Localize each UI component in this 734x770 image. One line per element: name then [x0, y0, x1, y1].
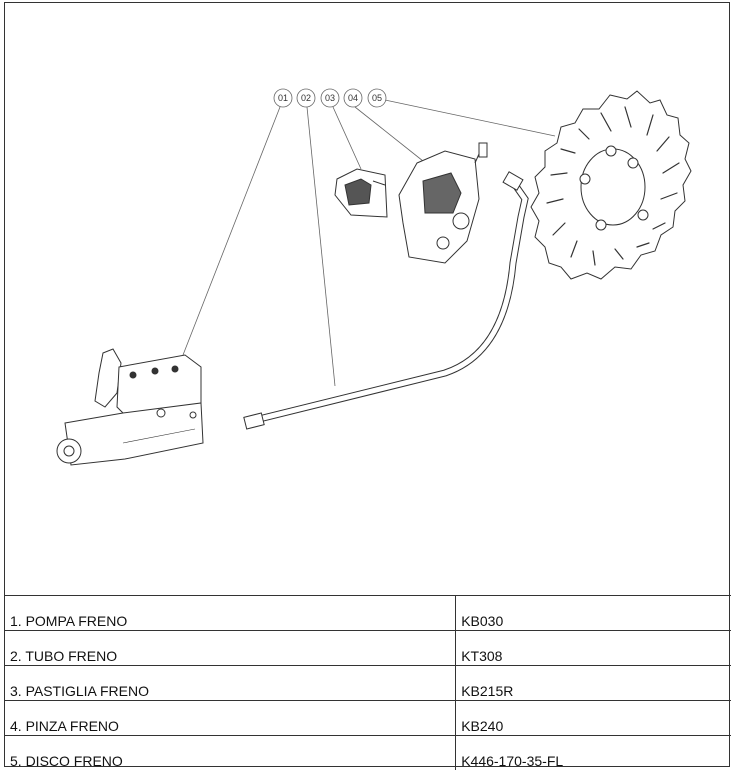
svg-text:01: 01	[278, 93, 288, 103]
brake-pad-illustration	[335, 169, 387, 217]
brake-disc-illustration	[531, 91, 691, 279]
callout-02: 02	[297, 89, 315, 107]
part-name: 2. TUBO FRENO	[5, 631, 456, 666]
callout-03: 03	[321, 89, 339, 107]
svg-text:05: 05	[372, 93, 382, 103]
part-code: KB030	[456, 596, 731, 631]
brake-caliper-illustration	[399, 143, 487, 263]
part-code: KT308	[456, 631, 731, 666]
callout-05: 05	[368, 89, 386, 107]
exploded-view-drawing: 01 02 03 04 05	[5, 3, 731, 595]
table-row: 2. TUBO FRENO KT308	[5, 631, 731, 666]
svg-text:03: 03	[325, 93, 335, 103]
callout-04: 04	[344, 89, 362, 107]
svg-text:04: 04	[348, 93, 358, 103]
part-name: 3. PASTIGLIA FRENO	[5, 666, 456, 701]
part-code: KB240	[456, 701, 731, 736]
master-cylinder-illustration	[57, 349, 203, 465]
callout-01: 01	[274, 89, 292, 107]
brake-system-diagram: 01 02 03 04 05	[5, 3, 731, 595]
part-name: 1. POMPA FRENO	[5, 596, 456, 631]
table-row: 3. PASTIGLIA FRENO KB215R	[5, 666, 731, 701]
table-row: 5. DISCO FRENO K446-170-35-FL	[5, 736, 731, 770]
parts-table: 1. POMPA FRENO KB030 2. TUBO FRENO KT308…	[5, 595, 731, 770]
part-name: 5. DISCO FRENO	[5, 736, 456, 770]
table-row: 4. PINZA FRENO KB240	[5, 701, 731, 736]
part-name: 4. PINZA FRENO	[5, 701, 456, 736]
document-frame: 01 02 03 04 05	[4, 2, 730, 767]
table-row: 1. POMPA FRENO KB030	[5, 596, 731, 631]
part-code: K446-170-35-FL	[456, 736, 731, 770]
svg-text:02: 02	[301, 93, 311, 103]
part-code: KB215R	[456, 666, 731, 701]
